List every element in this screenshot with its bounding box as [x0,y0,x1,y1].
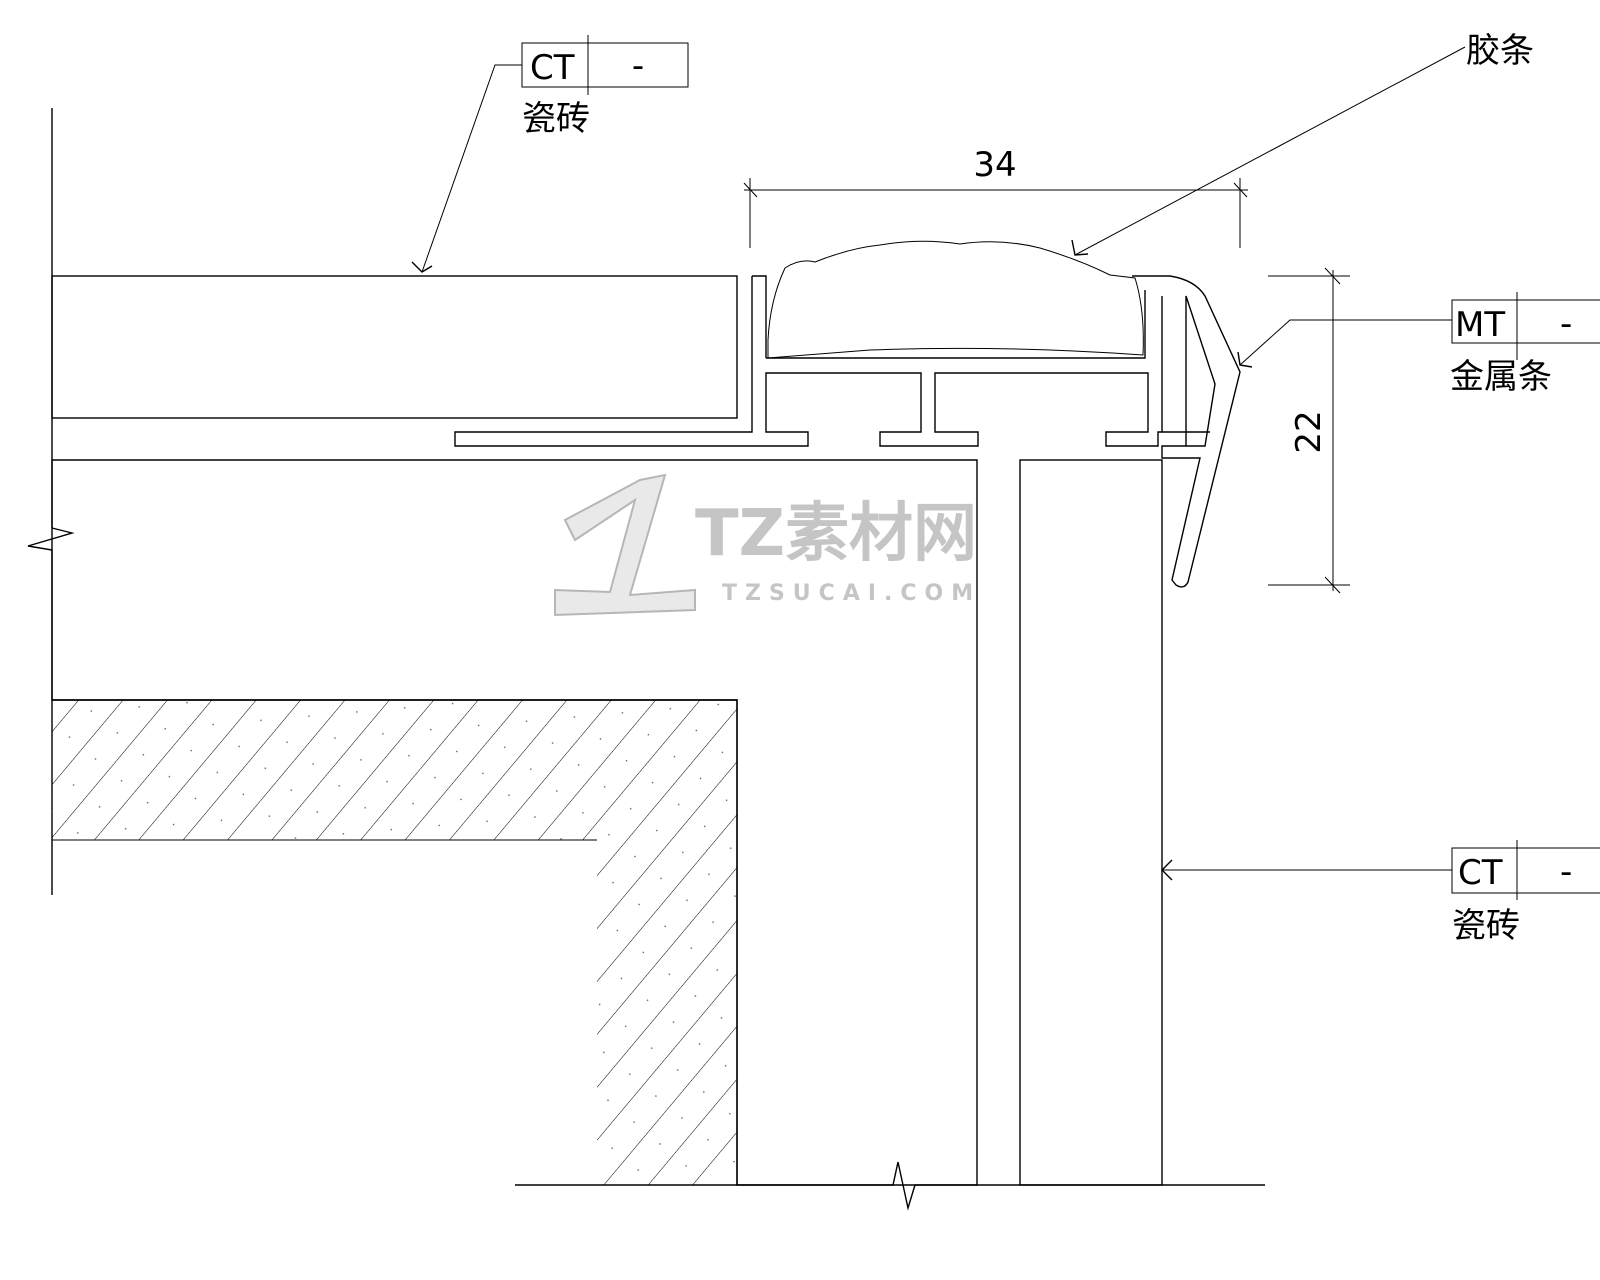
wall-masonry [52,700,737,1185]
svg-text:TZSUCAI.COM: TZSUCAI.COM [722,581,981,606]
svg-text:瓷砖: 瓷砖 [522,99,590,139]
dimension-height [1268,267,1350,594]
rubber-strip [767,240,1144,359]
top-tile [51,275,738,419]
metal-profile [454,275,1241,588]
svg-text:TZ素材网: TZ素材网 [695,497,977,571]
tag-tile-right: CT - 瓷砖 [1451,840,1600,946]
tag-metal-strip: MT - 金属条 [1450,292,1600,397]
boundary-line-bottom [515,1161,1265,1211]
svg-text:CT: CT [1458,853,1503,893]
watermark: TZ素材网 TZSUCAI.COM [554,473,981,617]
tag-tile-top: CT - 瓷砖 [521,35,689,139]
svg-text:瓷砖: 瓷砖 [1452,906,1520,946]
leader-metal-strip [1239,319,1452,366]
dimension-height-label: 22 [1289,410,1329,453]
svg-text:-: - [1560,304,1572,344]
svg-text:金属条: 金属条 [1450,357,1552,397]
svg-text:MT: MT [1455,305,1505,345]
svg-text:CT: CT [530,48,575,88]
leader-tile-top [421,64,522,273]
dimension-width-label: 34 [973,145,1016,185]
right-tile [1019,459,1163,1186]
dimension-width [743,178,1248,248]
svg-text:-: - [632,46,644,86]
leader-rubber-strip [1074,46,1466,256]
svg-text:-: - [1560,852,1572,892]
label-rubber-strip: 胶条 [1466,31,1534,71]
